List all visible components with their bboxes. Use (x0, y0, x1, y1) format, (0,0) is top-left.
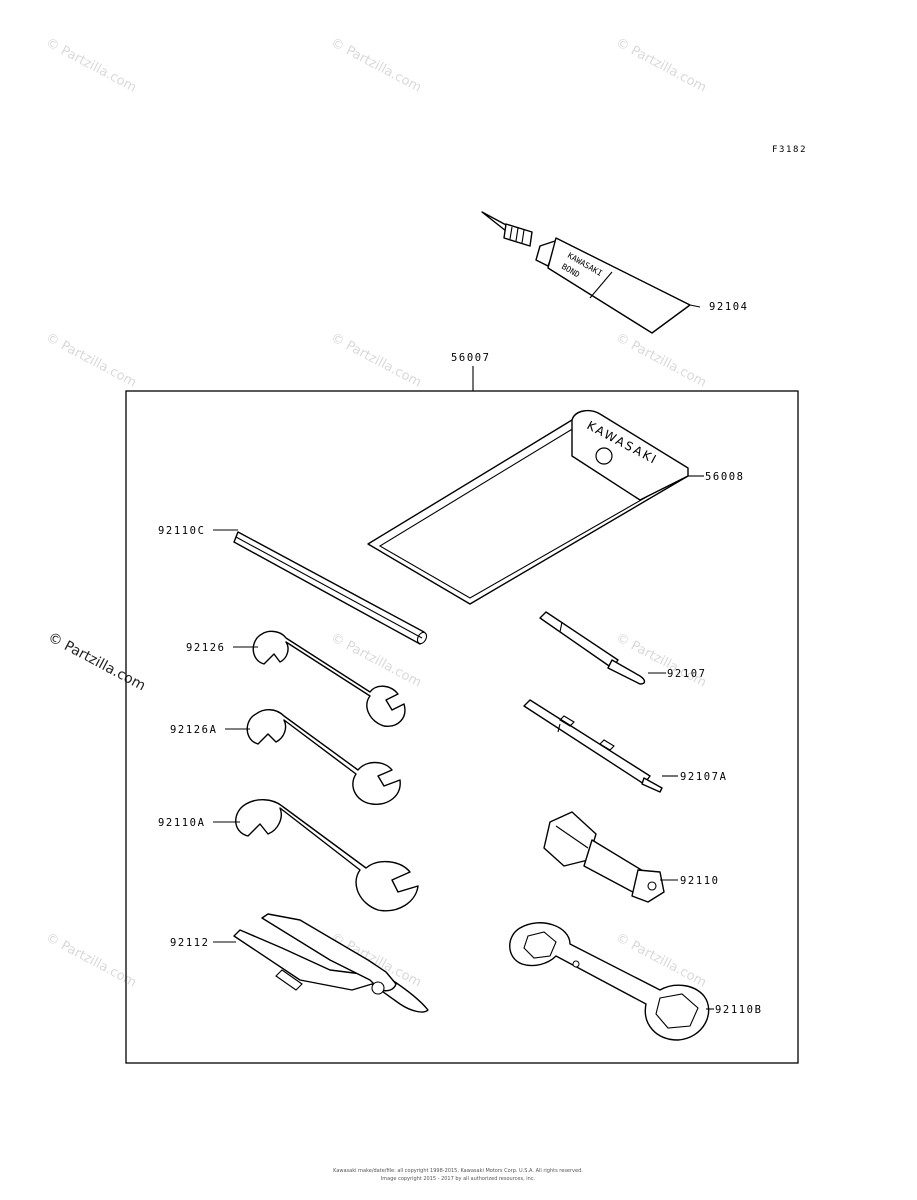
watermark: © Partzilla.com (328, 330, 424, 390)
watermark: © Partzilla.com (43, 330, 139, 390)
part-label-92110: 92110 (680, 875, 720, 887)
tool-pouch-part: KAWASAKI (367, 409, 689, 605)
watermark: © Partzilla.com (328, 35, 424, 95)
footer-copyright: Kawasaki make/date/file: all copyright 1… (333, 1168, 583, 1174)
box-wrench-part (509, 922, 710, 1041)
watermark: © Partzilla.com (328, 630, 424, 690)
part-label-92112: 92112 (170, 937, 210, 949)
part-label-92110A: 92110A (158, 817, 206, 829)
screwdriver-long-part (523, 699, 663, 793)
tool-kit-frame (125, 390, 799, 1064)
watermark: © Partzilla.com (613, 630, 709, 690)
bond-tube-part: KAWASAKI BOND (481, 211, 701, 334)
part-label-92107: 92107 (667, 668, 707, 680)
figure-code: F3182 (772, 145, 807, 155)
part-label-92126: 92126 (186, 642, 226, 654)
watermark: © Partzilla.com (43, 930, 139, 990)
part-label-56007: 56007 (451, 352, 491, 364)
open-wrench-small-part (252, 630, 406, 727)
part-label-92110C: 92110C (158, 525, 206, 537)
watermark-dark: © Partzilla.com (45, 629, 148, 694)
spark-plug-wrench-part (543, 811, 665, 903)
part-label-56008: 56008 (705, 471, 745, 483)
footer-image-credit: Image copyright 2015 - 2017 by all autho… (381, 1176, 536, 1182)
screwdriver-short-part (539, 611, 646, 685)
hex-bar-part (233, 531, 428, 645)
part-label-92126A: 92126A (170, 724, 218, 736)
watermark: © Partzilla.com (43, 35, 139, 95)
open-wrench-large-part (235, 799, 419, 912)
watermark: © Partzilla.com (613, 35, 709, 95)
open-wrench-mid-part (246, 709, 401, 805)
part-label-92110B: 92110B (715, 1004, 763, 1016)
pliers-part (233, 913, 429, 1013)
part-label-92107A: 92107A (680, 771, 728, 783)
part-label-92104: 92104 (709, 301, 749, 313)
watermark: © Partzilla.com (613, 330, 709, 390)
